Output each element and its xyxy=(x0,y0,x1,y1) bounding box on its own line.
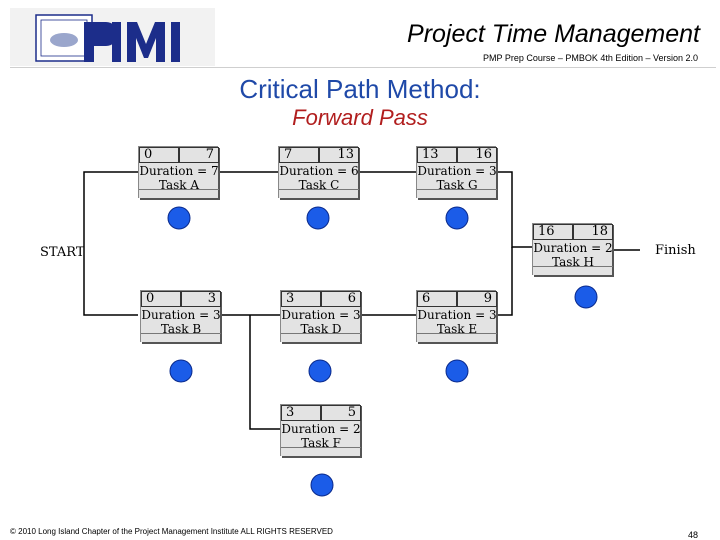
task-name: Task F xyxy=(301,436,341,450)
event-node-f xyxy=(310,473,334,497)
task-footer-bar xyxy=(281,333,361,342)
early-start: 16 xyxy=(533,224,573,240)
event-node-e xyxy=(445,359,469,383)
connector-start-bottom xyxy=(83,252,138,316)
copyright-footer: © 2010 Long Island Chapter of the Projec… xyxy=(10,527,333,536)
early-finish: 7 xyxy=(179,147,219,163)
event-node-a xyxy=(167,206,191,230)
pmi-logo xyxy=(10,8,215,66)
task-footer-bar xyxy=(533,266,613,275)
task-footer-bar xyxy=(141,333,221,342)
header-title: Project Time Management xyxy=(407,20,700,48)
task-footer-bar xyxy=(281,447,361,456)
task-duration: Duration = 3 xyxy=(417,308,497,322)
early-start: 7 xyxy=(279,147,319,163)
event-node-d xyxy=(308,359,332,383)
task-duration: Duration = 3 xyxy=(281,308,361,322)
early-finish: 13 xyxy=(319,147,359,163)
early-start: 0 xyxy=(139,147,179,163)
event-node-b xyxy=(169,359,193,383)
early-start: 6 xyxy=(417,291,457,307)
event-node-h xyxy=(574,285,598,309)
task-footer-bar xyxy=(139,189,219,198)
connector-start-top xyxy=(83,171,138,252)
task-name: Task G xyxy=(436,178,478,192)
header-subtitle: PMP Prep Course – PMBOK 4th Edition – Ve… xyxy=(483,53,698,63)
task-name: Task B xyxy=(160,322,202,336)
connector-g-h xyxy=(496,171,532,248)
early-start: 3 xyxy=(281,291,321,307)
task-duration: Duration = 2 xyxy=(281,422,361,436)
early-start: 13 xyxy=(417,147,457,163)
event-node-c xyxy=(306,206,330,230)
early-finish: 6 xyxy=(321,291,361,307)
task-name: Task H xyxy=(552,255,594,269)
early-start: 3 xyxy=(281,405,321,421)
early-finish: 5 xyxy=(321,405,361,421)
finish-label: Finish xyxy=(655,243,696,258)
task-name: Task A xyxy=(158,178,200,192)
early-finish: 18 xyxy=(573,224,613,240)
task-duration: Duration = 3 xyxy=(417,164,497,178)
task-duration: Duration = 3 xyxy=(141,308,221,322)
header-divider xyxy=(10,67,716,68)
task-footer-bar xyxy=(417,189,497,198)
task-name: Task D xyxy=(300,322,342,336)
task-footer-bar xyxy=(279,189,359,198)
early-finish: 3 xyxy=(181,291,221,307)
page-number: 48 xyxy=(687,530,698,540)
task-name: Task C xyxy=(298,178,340,192)
event-node-g xyxy=(445,206,469,230)
start-label: START xyxy=(40,245,85,260)
task-duration: Duration = 7 xyxy=(139,164,219,178)
task-name: Task E xyxy=(436,322,478,336)
early-finish: 9 xyxy=(457,291,497,307)
task-duration: Duration = 2 xyxy=(533,241,613,255)
task-duration: Duration = 6 xyxy=(279,164,359,178)
slide-subtitle: Forward Pass xyxy=(292,105,428,130)
early-finish: 16 xyxy=(457,147,497,163)
connector-e-h xyxy=(496,247,513,316)
early-start: 0 xyxy=(141,291,181,307)
network-connectors xyxy=(83,171,640,430)
connector-b-f xyxy=(249,315,280,430)
slide-title: Critical Path Method: xyxy=(239,74,481,104)
task-footer-bar xyxy=(417,333,497,342)
